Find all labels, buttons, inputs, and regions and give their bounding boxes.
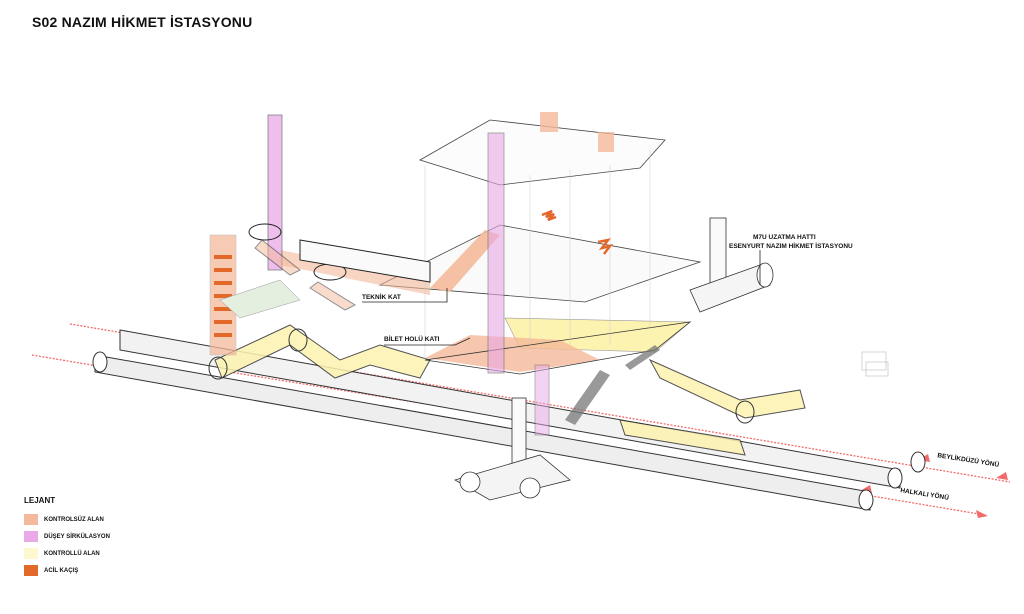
roof-box-1 <box>540 112 558 132</box>
tunnel-end-2 <box>858 489 874 511</box>
legend-title: LEJANT <box>24 496 56 505</box>
label-ticket-hall-floor: BİLET HOLÜ KATI <box>384 336 440 343</box>
tunnel-end-4 <box>910 451 926 473</box>
emergency-escape <box>209 209 614 356</box>
escalator-platform-1 <box>565 370 610 425</box>
vertical-circulation <box>267 114 550 436</box>
lower-shaft-column <box>511 397 527 469</box>
tube-end-1 <box>208 356 228 380</box>
label-leaders <box>362 288 471 346</box>
tube-right-diagonal <box>648 358 806 419</box>
lower-tunnel <box>453 454 571 501</box>
legend-swatch-uncontrolled <box>24 514 38 525</box>
lower-tunnel-end-2 <box>519 477 541 499</box>
legend-swatch-vertical-circulation <box>24 531 38 542</box>
technical-entrance-ramp <box>430 230 500 292</box>
m7u-tunnel-end <box>756 262 774 288</box>
m7u-structure <box>689 217 774 313</box>
legend-label: KONTROLLÜ ALAN <box>44 550 100 557</box>
tube-end-3 <box>735 400 755 424</box>
legend-item-controlled: KONTROLLÜ ALAN <box>24 545 110 562</box>
m7u-tunnel <box>689 264 771 313</box>
tube-end-2 <box>288 328 308 352</box>
tube-right-lower <box>619 419 746 456</box>
plaza-green <box>219 279 301 319</box>
page-title: S02 NAZIM HİKMET İSTASYONU <box>32 14 253 30</box>
ticket-leader <box>384 337 471 346</box>
elevator-shaft-center <box>487 132 505 374</box>
arrow-beylikduzu-right <box>996 472 1008 480</box>
legend-label: DÜŞEY SİRKÜLASYON <box>44 533 110 540</box>
legend-label: KONTROLSÜZ ALAN <box>44 516 104 523</box>
roof-slab <box>419 112 666 186</box>
legend: LEJANT KONTROLSÜZ ALAN DÜŞEY SİRKÜLASYON… <box>24 496 110 579</box>
lower-shaft <box>453 397 571 501</box>
tube-left-diagonal <box>214 324 431 379</box>
elevator-shaft-lower <box>534 364 550 436</box>
technical-slab <box>378 224 702 303</box>
tunnel-end-1 <box>92 351 108 373</box>
label-m7u-line: M7U UZATMA HATTI <box>753 234 816 241</box>
escalator-1 <box>254 239 301 276</box>
escape-stair-flights <box>214 255 232 337</box>
label-technical-floor: TEKNİK KAT <box>362 294 401 301</box>
connector-tubes <box>208 324 806 456</box>
legend-swatch-emergency-exit <box>24 565 38 576</box>
roof-box-2 <box>598 132 614 152</box>
legend-item-uncontrolled: KONTROLSÜZ ALAN <box>24 511 110 528</box>
legend-swatch-controlled <box>24 548 38 559</box>
legend-label: ACİL KAÇIŞ <box>44 567 79 574</box>
entrance-canopy-1 <box>248 223 282 241</box>
legend-item-vertical-circulation: DÜŞEY SİRKÜLASYON <box>24 528 110 545</box>
escalator-platform-2 <box>625 345 660 370</box>
label-m7u-station: ESENYURT NAZIM HİKMET İSTASYONU <box>729 243 853 250</box>
legend-item-emergency-exit: ACİL KAÇIŞ <box>24 562 110 579</box>
arrow-halkali-right <box>976 510 988 518</box>
tunnel-passage-upper <box>299 239 431 283</box>
ticket-hall-uncontrolled <box>425 335 600 372</box>
escalator-2 <box>309 281 357 311</box>
elevator-shaft-left <box>267 114 283 271</box>
detached-boxes <box>861 351 889 377</box>
entrance-structures <box>219 223 431 319</box>
platform-escalators <box>565 345 660 425</box>
escape-stair-icon-2 <box>597 238 614 255</box>
technical-leader <box>362 288 448 303</box>
tunnel-end-3 <box>887 467 903 489</box>
lower-tunnel-end-1 <box>459 471 481 493</box>
escape-stair-icon-1 <box>541 209 557 222</box>
